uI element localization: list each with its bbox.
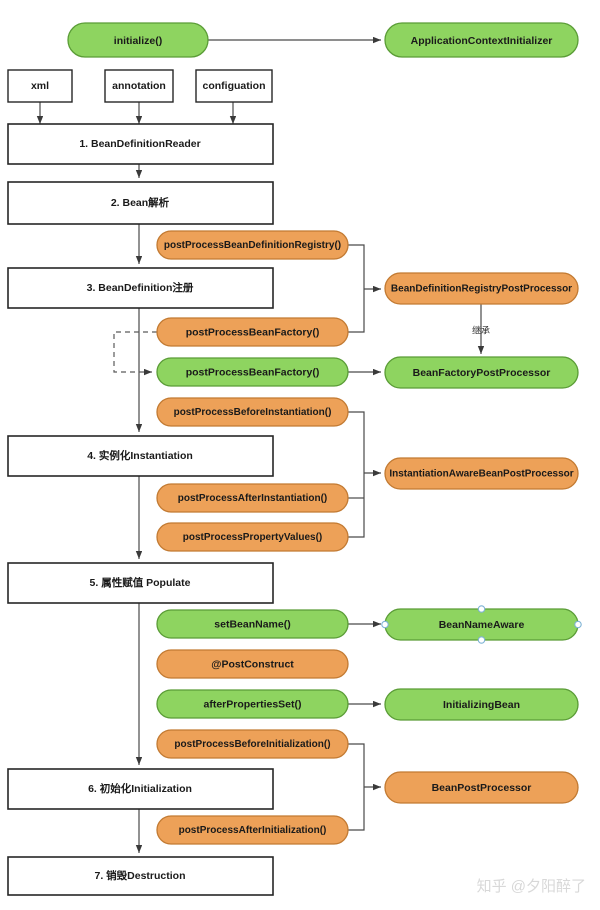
node-source-xml[interactable]: xml bbox=[7, 69, 73, 103]
edge-bracket-instantiation-group-outer bbox=[348, 411, 365, 538]
node-step2-shape[interactable] bbox=[7, 181, 274, 225]
node-beanpostprocessor[interactable]: BeanPostProcessor bbox=[384, 771, 579, 804]
node-step4-shape[interactable] bbox=[7, 435, 274, 477]
node-setbeanname[interactable]: setBeanName() bbox=[156, 609, 349, 639]
node-applicationcontextinitializer[interactable]: ApplicationContextInitializer bbox=[384, 22, 579, 58]
node-initialize[interactable]: initialize() bbox=[67, 22, 209, 58]
node-source-xml-shape[interactable] bbox=[7, 69, 73, 103]
node-postprocessbeandefinitionregistry[interactable]: postProcessBeanDefinitionRegistry() bbox=[156, 230, 349, 260]
node-beanfactorypostprocessor[interactable]: BeanFactoryPostProcessor bbox=[384, 356, 579, 389]
node-initializingbean[interactable]: InitializingBean bbox=[384, 688, 579, 721]
node-postprocessbeanfactory-green-shape[interactable] bbox=[156, 357, 349, 387]
node-beannameaware-shape[interactable] bbox=[384, 608, 579, 641]
node-postprocessbeandefinitionregistry-shape[interactable] bbox=[156, 230, 349, 260]
node-source-configuation[interactable]: configuation bbox=[195, 69, 273, 103]
node-postprocessafterinstantiation[interactable]: postProcessAfterInstantiation() bbox=[156, 483, 349, 513]
node-step5-shape[interactable] bbox=[7, 562, 274, 604]
node-initializingbean-shape[interactable] bbox=[384, 688, 579, 721]
selection-handle-left[interactable] bbox=[381, 620, 389, 629]
node-step4-instantiation[interactable]: 4. 实例化Instantiation bbox=[7, 435, 274, 477]
selection-handle-right[interactable] bbox=[574, 620, 582, 629]
edge-dashed-beanfactory-link bbox=[113, 331, 157, 376]
node-postprocessafterinstantiation-shape[interactable] bbox=[156, 483, 349, 513]
node-postprocessbeforeinstantiation[interactable]: postProcessBeforeInstantiation() bbox=[156, 397, 349, 427]
selection-handles[interactable] bbox=[381, 605, 582, 644]
node-postprocessbeanfactory-orange[interactable]: postProcessBeanFactory() bbox=[156, 317, 349, 347]
node-source-annotation-shape[interactable] bbox=[104, 69, 174, 103]
node-beandefinitionregistrypostprocessor[interactable]: BeanDefinitionRegistryPostProcessor bbox=[384, 272, 579, 305]
node-postprocessbeforeinitialization[interactable]: postProcessBeforeInitialization() bbox=[156, 729, 349, 759]
node-postconstruct-shape[interactable] bbox=[156, 649, 349, 679]
node-beandefinitionregistrypostprocessor-shape[interactable] bbox=[384, 272, 579, 305]
selection-handle-bottom[interactable] bbox=[477, 636, 486, 644]
node-step6-shape[interactable] bbox=[7, 768, 274, 810]
node-postprocessbeforeinitialization-shape[interactable] bbox=[156, 729, 349, 759]
node-postprocesspropertyvalues[interactable]: postProcessPropertyValues() bbox=[156, 522, 349, 552]
node-initialize-shape[interactable] bbox=[67, 22, 209, 58]
node-step7-shape[interactable] bbox=[7, 856, 274, 896]
node-step1-beandefinitionreader[interactable]: 1. BeanDefinitionReader bbox=[7, 123, 274, 165]
node-step3-shape[interactable] bbox=[7, 267, 274, 309]
node-afterpropertiesset-shape[interactable] bbox=[156, 689, 349, 719]
node-step3-beandefinition-register[interactable]: 3. BeanDefinition注册 bbox=[7, 267, 274, 309]
node-afterpropertiesset[interactable]: afterPropertiesSet() bbox=[156, 689, 349, 719]
node-postconstruct[interactable]: @PostConstruct bbox=[156, 649, 349, 679]
node-setbeanname-shape[interactable] bbox=[156, 609, 349, 639]
node-source-annotation[interactable]: annotation bbox=[104, 69, 174, 103]
node-postprocessbeanfactory-green[interactable]: postProcessBeanFactory() bbox=[156, 357, 349, 387]
node-postprocessafterinitialization-shape[interactable] bbox=[156, 815, 349, 845]
node-beannameaware[interactable]: BeanNameAware bbox=[381, 605, 582, 644]
node-source-configuation-shape[interactable] bbox=[195, 69, 273, 103]
node-step7-destruction[interactable]: 7. 销毁Destruction bbox=[7, 856, 274, 896]
node-step5-populate[interactable]: 5. 属性赋值 Populate bbox=[7, 562, 274, 604]
selection-handle-top[interactable] bbox=[477, 605, 486, 613]
node-postprocesspropertyvalues-shape[interactable] bbox=[156, 522, 349, 552]
node-instantiationawarebeanpostprocessor[interactable]: InstantiationAwareBeanPostProcessor bbox=[384, 457, 579, 490]
node-instantiationawarebeanpostprocessor-shape[interactable] bbox=[384, 457, 579, 490]
node-step6-initialization[interactable]: 6. 初始化Initialization bbox=[7, 768, 274, 810]
node-step2-bean-parse[interactable]: 2. Bean解析 bbox=[7, 181, 274, 225]
node-step1-shape[interactable] bbox=[7, 123, 274, 165]
watermark: 知乎 @夕阳醉了 bbox=[477, 878, 586, 895]
node-beanpostprocessor-shape[interactable] bbox=[384, 771, 579, 804]
node-beanfactorypostprocessor-shape[interactable] bbox=[384, 356, 579, 389]
node-postprocessafterinitialization[interactable]: postProcessAfterInitialization() bbox=[156, 815, 349, 845]
node-postprocessbeforeinstantiation-shape[interactable] bbox=[156, 397, 349, 427]
connector-layer: 继承 bbox=[36, 36, 490, 853]
node-postprocessbeanfactory-orange-shape[interactable] bbox=[156, 317, 349, 347]
edge-label-inherit: 继承 bbox=[472, 324, 490, 335]
node-applicationcontextinitializer-shape[interactable] bbox=[384, 22, 579, 58]
